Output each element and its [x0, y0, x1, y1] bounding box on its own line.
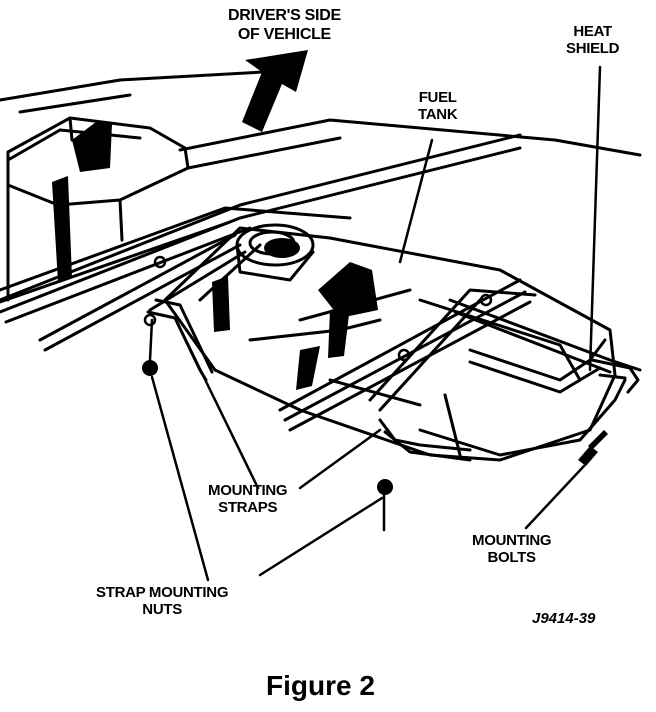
upper-frame-rail — [0, 68, 642, 324]
tank-shading — [212, 238, 378, 390]
label-mounting-straps: MOUNTING STRAPS — [208, 482, 288, 516]
figure-code: J9414-39 — [532, 610, 596, 627]
nuts-and-bolts-fill — [142, 360, 608, 495]
fuel-tank-body — [163, 226, 617, 462]
front-frame-rail — [0, 206, 352, 352]
leader-lines — [148, 65, 602, 582]
label-mounting-bolts: MOUNTING BOLTS — [472, 532, 552, 566]
fasteners — [143, 255, 493, 362]
cross-member-shading — [52, 122, 112, 282]
heat-shield — [418, 338, 640, 457]
rear-cross-member — [278, 278, 642, 432]
figure-caption: Figure 2 — [266, 670, 375, 701]
label-drivers-side: DRIVER'S SIDE OF VEHICLE — [228, 7, 341, 43]
label-fuel-tank: FUEL TANK — [418, 89, 458, 123]
direction-arrow-icon — [242, 50, 308, 132]
label-strap-mounting-nuts: STRAP MOUNTING NUTS — [96, 584, 229, 618]
label-heat-shield: HEAT SHIELD — [566, 23, 620, 57]
